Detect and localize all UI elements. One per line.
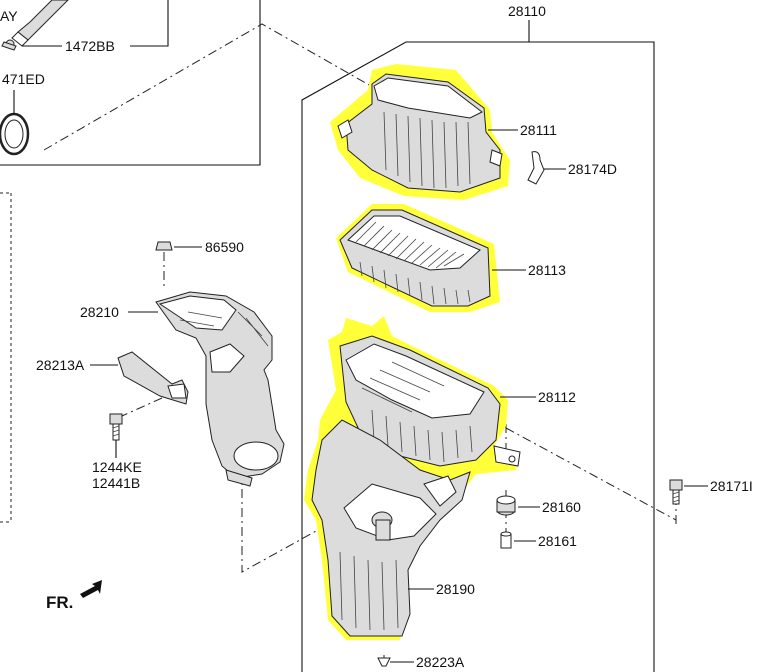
label-1472BB: 1472BB: [65, 38, 115, 54]
ring-clamp-icon: [0, 90, 30, 156]
label-28160: 28160: [542, 499, 581, 515]
bolt-left-icon: [109, 413, 123, 458]
leader-ring-to-cover: [43, 23, 379, 151]
label-28174D: 28174D: [568, 161, 617, 177]
hose-icon: [11, 0, 69, 47]
label-partial-top-left: AY: [0, 8, 18, 24]
grommet-icon: [496, 495, 516, 516]
bushing-icon: [500, 531, 512, 549]
bolt-right-icon: [669, 479, 683, 505]
label-86590: 86590: [205, 239, 244, 255]
leader-bolt-right: [505, 427, 677, 521]
label-28111: 28111: [520, 122, 557, 138]
front-arrow-icon: [80, 580, 102, 598]
leader-duct-to-body: [241, 470, 337, 573]
label-28161: 28161: [538, 533, 577, 549]
label-12441B: 12441B: [92, 475, 140, 491]
bracket-icon: [117, 351, 189, 417]
label-28213A: 28213A: [36, 357, 85, 373]
label-28113: 28113: [528, 262, 566, 278]
inset-frame: [0, 0, 261, 166]
label-28112: 28112: [538, 389, 576, 405]
label-28110: 28110: [508, 3, 546, 19]
air-cleaner-body: [304, 316, 521, 640]
bottom-clip-icon: [377, 657, 391, 667]
front-marker-label: FR.: [46, 593, 73, 612]
label-28171I: 28171I: [710, 478, 753, 494]
screw-icon: [155, 241, 173, 288]
label-28223A: 28223A: [416, 654, 465, 670]
spring-clip-icon: [527, 151, 545, 185]
assembly-frame: [301, 20, 655, 672]
label-1244KE: 1244KE: [92, 459, 142, 475]
intake-duct: [155, 291, 285, 487]
air-cleaner-cover: [330, 64, 510, 200]
label-471ED: 471ED: [2, 71, 45, 87]
label-28210: 28210: [80, 304, 119, 320]
label-28190: 28190: [436, 581, 475, 597]
clamp-icon: [1, 39, 17, 51]
filter-element: [336, 204, 500, 312]
